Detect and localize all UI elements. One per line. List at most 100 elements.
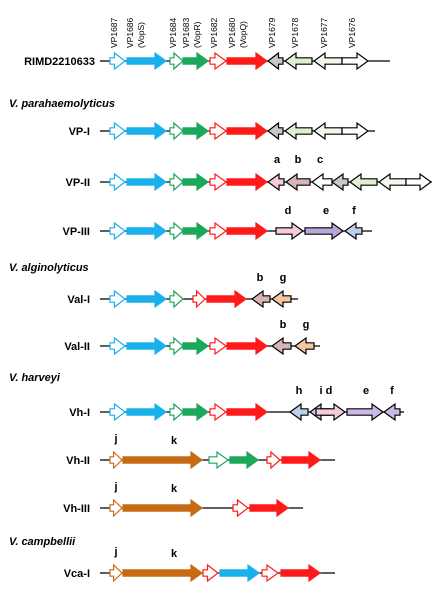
row-label-vp2: VP-II: [66, 177, 90, 189]
gene-label-vp1676: VP1676: [347, 17, 357, 48]
gene-label-vp1684: VP1684: [168, 17, 178, 48]
species-headings: V. parahaemolyticus V. alginolyticus V. ha…: [9, 98, 115, 548]
gene-label-vp1683: VP1683: [181, 17, 191, 48]
gene-letter-vp3-e: e: [323, 205, 329, 217]
gene-arrow-vh2-5: [281, 450, 322, 470]
species-heading-vcamp: V. campbellii: [9, 536, 76, 548]
gene-letter-vh1-d: d: [326, 385, 333, 397]
gene-letter-val1-b: b: [257, 272, 264, 284]
gene-arrow-rimd-6: [267, 51, 284, 71]
gene-letter-val2-g: g: [303, 319, 310, 331]
gene-arrow-vp3-6: [275, 221, 305, 241]
row-vh2: Vh-II: [66, 450, 335, 470]
gene-arrow-val2-3: [182, 336, 210, 356]
row-vca1: Vca-I: [64, 563, 335, 583]
gene-letter-vh1-h: h: [296, 385, 303, 397]
gene-arrow-vp2-5: [226, 172, 269, 192]
gene-letter-vh1-i: i: [319, 385, 322, 397]
gene-arrow-vp3-4: [209, 221, 228, 241]
gene-label-vp1686: VP1686: [125, 17, 135, 48]
gene-arrow-val2-1: [126, 336, 168, 356]
gene-arrow-vh2-0: [109, 450, 123, 470]
gene-label-vp1678: VP1678: [290, 17, 300, 48]
row-label-vh2: Vh-II: [66, 455, 90, 467]
gene-arrow-rimd-8: [312, 51, 343, 71]
gene-arrow-vp1-4: [209, 121, 228, 141]
row-vp3: VP-III: [62, 221, 372, 241]
gene-arrow-vp2-9: [330, 172, 349, 192]
row-label-rimd: RIMD2210633: [24, 56, 95, 68]
gene-arrow-val2-7: [293, 336, 315, 356]
gene-arrow-val2-6: [270, 336, 292, 356]
species-heading-valgino: V. alginolyticus: [9, 262, 89, 274]
gene-arrow-vp2-10: [348, 172, 378, 192]
gene-arrow-rimd-2: [169, 51, 184, 71]
gene-letter-vp2-a: a: [274, 154, 281, 166]
gene-arrow-rimd-9: [341, 51, 370, 71]
gene-arrow-val1-6: [270, 289, 292, 309]
row-vh3: Vh-III: [63, 498, 303, 518]
row-label-val1: Val-I: [67, 294, 90, 306]
gene-arrow-vp1-8: [312, 121, 343, 141]
gene-arrow-vca1-2: [202, 563, 219, 583]
gene-label-vp1677: VP1677: [319, 17, 329, 48]
gene-arrow-vp3-2: [169, 221, 184, 241]
row-label-val2: Val-II: [64, 341, 90, 353]
gene-arrow-val1-2: [169, 289, 184, 309]
row-label-vp3: VP-III: [62, 226, 90, 238]
gene-arrow-vp2-2: [169, 172, 184, 192]
gene-arrow-vp2-0: [109, 172, 126, 192]
gene-letter-val2-b: b: [280, 319, 287, 331]
gene-arrow-vp2-4: [209, 172, 228, 192]
gene-arrow-vh3-1: [122, 498, 204, 518]
gene-arrow-vp2-3: [182, 172, 210, 192]
gene-arrow-vh3-3: [249, 498, 290, 518]
gene-letter-vp2-c: c: [317, 154, 323, 166]
gene-arrow-vca1-1: [122, 563, 204, 583]
row-label-vca1: Vca-I: [64, 568, 90, 580]
gene-arrow-vp3-7: [304, 221, 345, 241]
gene-arrow-vp3-1: [126, 221, 168, 241]
gene-arrow-vh1-5: [226, 402, 269, 422]
gene-arrow-vp1-3: [182, 121, 210, 141]
gene-arrow-vh1-2: [169, 402, 184, 422]
gene-arrow-val1-1: [126, 289, 168, 309]
row-label-vh1: Vh-I: [69, 407, 90, 419]
gene-label-vops: (VopS): [136, 22, 146, 48]
gene-arrow-val2-2: [169, 336, 184, 356]
gene-arrow-vh3-0: [109, 498, 123, 518]
gene-label-vp1687: VP1687: [109, 17, 119, 48]
gene-letter-vh2-k: k: [171, 435, 178, 447]
gene-letter-vp2-b: b: [295, 154, 302, 166]
gene-arrow-vh1-1: [126, 402, 168, 422]
gene-arrow-vp3-5: [226, 221, 269, 241]
gene-arrow-vp1-2: [169, 121, 184, 141]
gene-arrow-vh2-1: [122, 450, 204, 470]
gene-letter-vh3-k: k: [171, 483, 178, 495]
gene-arrow-rimd-4: [209, 51, 228, 71]
gene-arrow-vp1-6: [267, 121, 284, 141]
gene-arrow-rimd-5: [226, 51, 269, 71]
gene-arrow-vp1-5: [226, 121, 269, 141]
gene-arrow-vp2-11: [377, 172, 407, 192]
gene-rows: RIMD2210633VP-IVP-IIVP-IIIVal-IVal-IIVh-…: [24, 51, 433, 583]
species-heading-vpara: V. parahaemolyticus: [9, 98, 115, 110]
gene-arrow-vh1-4: [209, 402, 228, 422]
gene-arrow-vp2-12: [405, 172, 433, 192]
gene-arrow-vp2-6: [266, 172, 285, 192]
gene-arrow-vh2-2: [208, 450, 230, 470]
gene-arrow-vp2-8: [310, 172, 333, 192]
gene-arrow-val2-5: [226, 336, 269, 356]
gene-arrow-vh1-10: [382, 402, 401, 422]
gene-letter-vca1-j: j: [113, 546, 117, 558]
species-heading-vharveyi: V. harveyi: [9, 372, 61, 384]
gene-letter-vh3-j: j: [113, 481, 117, 493]
gene-label-vopq: (VopQ): [238, 21, 248, 48]
gene-label-vp1682: VP1682: [209, 17, 219, 48]
gene-arrow-rimd-7: [283, 51, 313, 71]
row-vp2: VP-II: [66, 172, 433, 192]
gene-arrow-val1-3: [192, 289, 206, 309]
